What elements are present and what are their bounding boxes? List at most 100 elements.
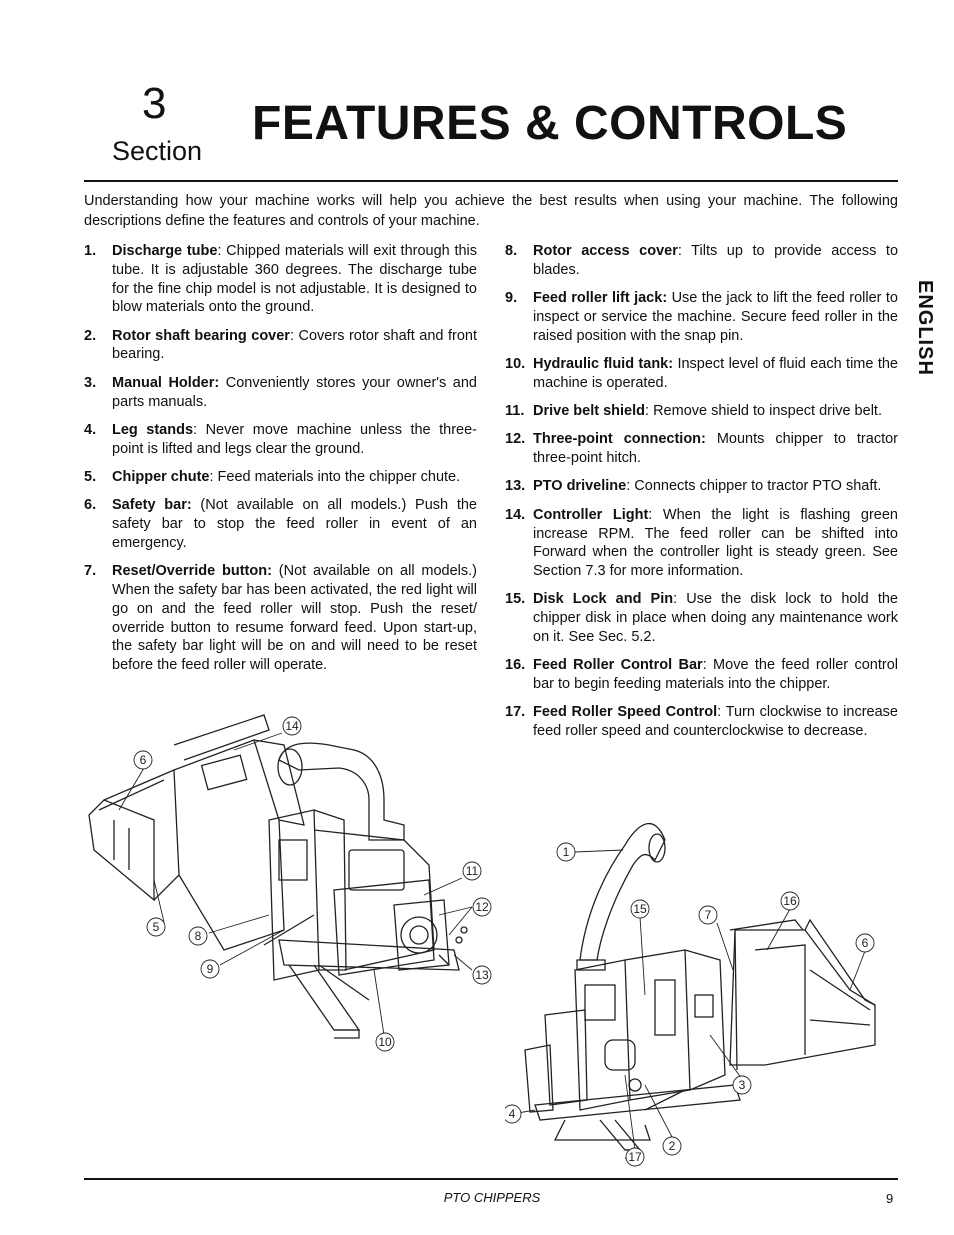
feature-number: 8. — [505, 243, 518, 259]
feature-description: Covers rotor shaft and front bearing. — [112, 327, 478, 363]
feature-description: Never move machine unless the three-poin… — [112, 421, 477, 457]
callout-circle — [732, 1075, 752, 1095]
callout-circle — [375, 1032, 395, 1052]
callout-circle — [698, 905, 718, 925]
feature-term: Reset/Override button: — [112, 563, 272, 580]
feature-term-separator: : — [717, 704, 722, 721]
feature-term-separator: : — [677, 243, 682, 259]
feature-description: Turn clockwise to increase feed roller s… — [533, 704, 898, 740]
callout-label: 6 — [862, 936, 869, 950]
feature-description: When the light is flashing green increas… — [533, 506, 898, 580]
feature-term: Hydraulic fluid tank: — [533, 355, 674, 372]
feature-description: Chipped materials will exit through this… — [112, 243, 478, 316]
feature-item: 15. Disk Lock and Pin: Use the disk lock … — [505, 590, 898, 646]
feature-term-separator: : — [645, 403, 650, 420]
callout-label: 4 — [509, 1107, 516, 1121]
callout-circle — [146, 917, 166, 937]
feature-item: 3.Manual Holder: Conveniently stores you… — [84, 374, 477, 412]
callout-label: 9 — [207, 962, 214, 976]
page-title: FEATURES & CONTROLS — [252, 97, 848, 150]
callout-label: 11 — [466, 864, 479, 878]
feature-term-separator: : — [673, 591, 678, 608]
callout-circle — [200, 959, 220, 979]
callout-circle — [188, 926, 208, 946]
header-rule — [84, 180, 898, 182]
callout-label: 17 — [628, 1150, 642, 1164]
feature-item: 17. Feed Roller Speed Control: Turn clock… — [505, 703, 898, 741]
feature-item: 5.Chipper chute: Feed materials into the… — [84, 468, 477, 487]
callout-circle — [625, 1147, 645, 1167]
feature-number: 15. — [505, 591, 526, 608]
callout-circle — [662, 1136, 682, 1156]
callout-circle — [556, 842, 576, 862]
feature-number: 11. — [505, 403, 525, 420]
footer-title: PTO CHIPPERS — [443, 1190, 541, 1205]
feature-term: Rotor access cover — [533, 243, 678, 259]
feature-description: Mounts chipper to tractor three-point hi… — [533, 431, 898, 467]
feature-term: Safety bar: — [112, 497, 192, 514]
callout-circle — [462, 861, 482, 881]
feature-description: Connects chipper to tractor PTO shaft. — [630, 478, 882, 495]
callout-circle — [133, 750, 153, 770]
feature-list-right: 8.Rotor access cover: Tilts up to provid… — [505, 242, 898, 751]
callout-label: 3 — [739, 1078, 746, 1092]
feature-term: Rotor shaft bearing cover — [112, 327, 290, 344]
feature-item: 6.Safety bar: (Not available on all mode… — [84, 496, 477, 552]
feature-item: 11.Drive belt shield: Remove shield to i… — [505, 402, 898, 421]
feature-list-left: 1. Discharge tube: Chipped materials will… — [84, 242, 477, 684]
feature-term: Chipper chute — [112, 468, 210, 485]
feature-item: 1. Discharge tube: Chipped materials will… — [84, 242, 477, 317]
feature-number: 7. — [84, 563, 97, 580]
feature-item: 14.Controller Light: When the light is f… — [505, 506, 898, 581]
feature-number: 4. — [84, 421, 97, 438]
feature-description: Conveniently stores your owner's and par… — [112, 374, 477, 410]
feature-description: Feed materials into the chipper chute. — [213, 468, 461, 485]
callout-label: 12 — [475, 900, 489, 914]
language-tab: ENGLISH — [914, 280, 936, 376]
feature-term-separator: : — [193, 421, 198, 438]
feature-number: 13. — [505, 478, 526, 495]
feature-term: Discharge tube — [112, 243, 218, 259]
callout-label: 14 — [285, 719, 299, 733]
feature-term: Drive belt shield — [533, 403, 646, 420]
chipper-illustration-left — [84, 700, 504, 1060]
callout-label: 5 — [153, 920, 160, 934]
feature-term-separator: : — [217, 243, 222, 259]
section-number: 3 — [142, 79, 167, 128]
feature-number: 14. — [505, 506, 526, 523]
feature-number: 1. — [84, 243, 97, 259]
feature-term: PTO driveline — [533, 478, 627, 495]
footer-rule — [84, 1178, 898, 1180]
feature-item: 7.Reset/Override button: (Not available … — [84, 562, 477, 675]
callout-circle — [630, 899, 650, 919]
feature-item: 8.Rotor access cover: Tilts up to provid… — [505, 242, 898, 280]
feature-term: Feed Roller Control Bar — [533, 657, 703, 674]
callout-label: 7 — [705, 908, 712, 922]
feature-term-separator: : — [626, 478, 631, 495]
callout-circle — [855, 933, 875, 953]
feature-term-separator: : — [648, 506, 653, 523]
feature-item: 10.Hydraulic fluid tank: Inspect level o… — [505, 355, 898, 393]
feature-term-separator: : — [702, 657, 707, 674]
feature-term: Disk Lock and Pin — [533, 591, 674, 608]
feature-number: 5. — [84, 468, 97, 485]
feature-term: Feed Roller Speed Control — [533, 704, 718, 721]
callout-label: 1 — [563, 845, 570, 859]
callout-label: 13 — [475, 968, 489, 982]
intro-paragraph: Understanding how your machine works wil… — [84, 193, 898, 229]
feature-number: 17. — [505, 704, 526, 721]
feature-description: Use the disk lock to hold the chipper di… — [533, 591, 898, 646]
callout-label: 10 — [378, 1035, 392, 1049]
callout-circle — [780, 891, 800, 911]
feature-number: 9. — [505, 290, 518, 307]
feature-description: Use the jack to lift the feed roller to … — [533, 290, 898, 344]
feature-description: Inspect level of fluid each time the mac… — [533, 355, 898, 391]
feature-item: 16.Feed Roller Control Bar: Move the fee… — [505, 656, 898, 694]
feature-number: 2. — [84, 327, 97, 344]
feature-number: 6. — [84, 497, 97, 514]
feature-number: 3. — [84, 374, 97, 391]
